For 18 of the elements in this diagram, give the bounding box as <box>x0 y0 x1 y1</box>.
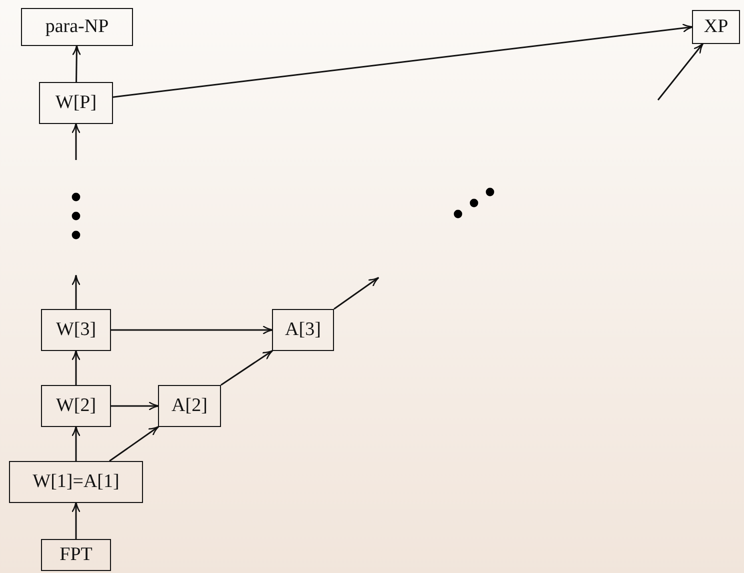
class-box <box>41 385 111 427</box>
class-name: A[2] <box>172 395 208 417</box>
class-box <box>41 309 111 351</box>
class-name: W[2] <box>56 395 96 417</box>
class-box <box>21 8 133 46</box>
class-name: W[1]=A[1] <box>32 471 120 493</box>
class-box <box>272 309 334 351</box>
class-name: W[P] <box>55 92 97 114</box>
class-name: W[3] <box>56 319 96 341</box>
class-box <box>9 461 143 503</box>
class-box <box>158 385 221 427</box>
class-box <box>41 539 111 571</box>
class-box <box>39 82 113 124</box>
class-box <box>692 10 740 44</box>
class-name: A[3] <box>285 319 321 341</box>
class-name: para-NP <box>45 16 109 38</box>
class-name: XP <box>704 16 728 38</box>
class-name: FPT <box>60 544 92 566</box>
